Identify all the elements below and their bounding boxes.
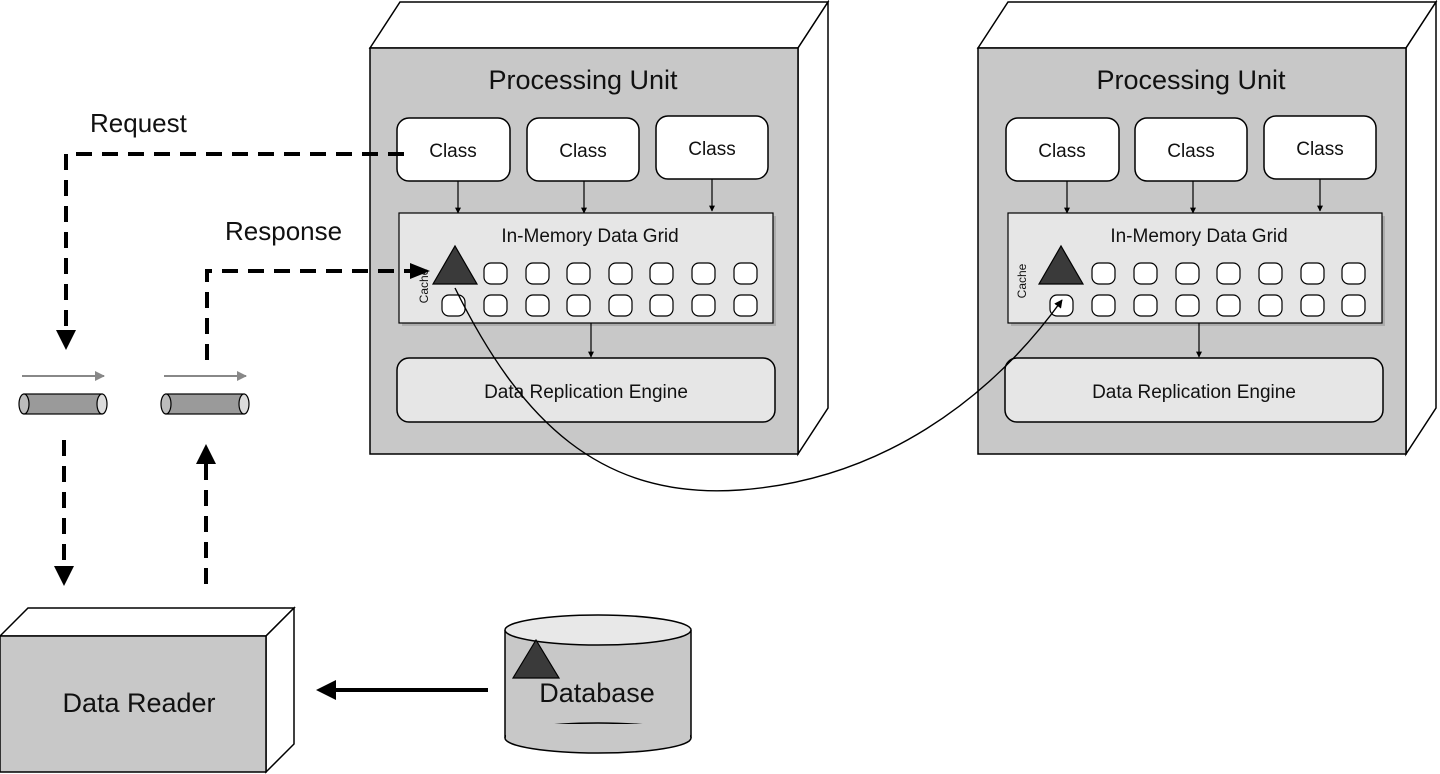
class-label: Class — [559, 141, 607, 162]
class-label: Class — [1296, 139, 1344, 160]
database-arrowhead-icon — [316, 680, 336, 700]
class-box — [1005, 117, 1120, 182]
class-box — [1134, 117, 1248, 182]
grid-title: In-Memory Data Grid — [1110, 226, 1287, 247]
database-label: Database — [539, 678, 655, 708]
engine-label: Data Replication Engine — [1092, 382, 1296, 403]
processing-unit-title: Processing Unit — [1096, 65, 1286, 95]
database: Database — [504, 614, 692, 754]
processing-unit-2: Processing Unit Class Class Class In-Mem… — [976, 0, 1438, 457]
request-arrowhead-icon — [56, 330, 76, 350]
response-queue — [160, 371, 250, 415]
class-label: Class — [429, 141, 477, 162]
cache-triangle-icon — [1037, 244, 1085, 285]
class-label: Class — [1038, 141, 1086, 162]
class-label: Class — [688, 139, 736, 160]
cache-label: Cache — [1015, 263, 1029, 298]
processing-unit-title: Processing Unit — [488, 65, 678, 95]
engine-label: Data Replication Engine — [484, 382, 688, 403]
response-path — [205, 269, 412, 360]
replication-curve — [454, 287, 1063, 492]
response-label: Response — [225, 216, 342, 246]
response-arrowhead-icon — [410, 263, 430, 279]
data-reader-label: Data Reader — [62, 688, 215, 718]
data-reader: Data Reader — [0, 606, 296, 774]
grid-cells — [441, 262, 758, 317]
grid-cells — [1049, 262, 1366, 317]
class-box — [526, 117, 640, 182]
data-replication-engine — [1004, 357, 1384, 423]
request-queue — [18, 371, 108, 415]
cache-label: Cache — [417, 268, 431, 303]
class-label: Class — [1167, 141, 1215, 162]
cache-triangle-icon — [431, 244, 479, 285]
class-box — [396, 117, 511, 182]
processing-unit-1: Processing Unit Class Class Class In-Mem… — [368, 0, 830, 457]
reader-request-arrowhead-icon — [54, 566, 74, 586]
reader-response-arrowhead-icon — [196, 444, 216, 464]
request-label: Request — [90, 108, 188, 138]
request-path — [64, 152, 404, 332]
grid-title: In-Memory Data Grid — [501, 226, 678, 247]
database-triangle-icon — [511, 638, 561, 679]
data-replication-engine — [396, 357, 776, 423]
